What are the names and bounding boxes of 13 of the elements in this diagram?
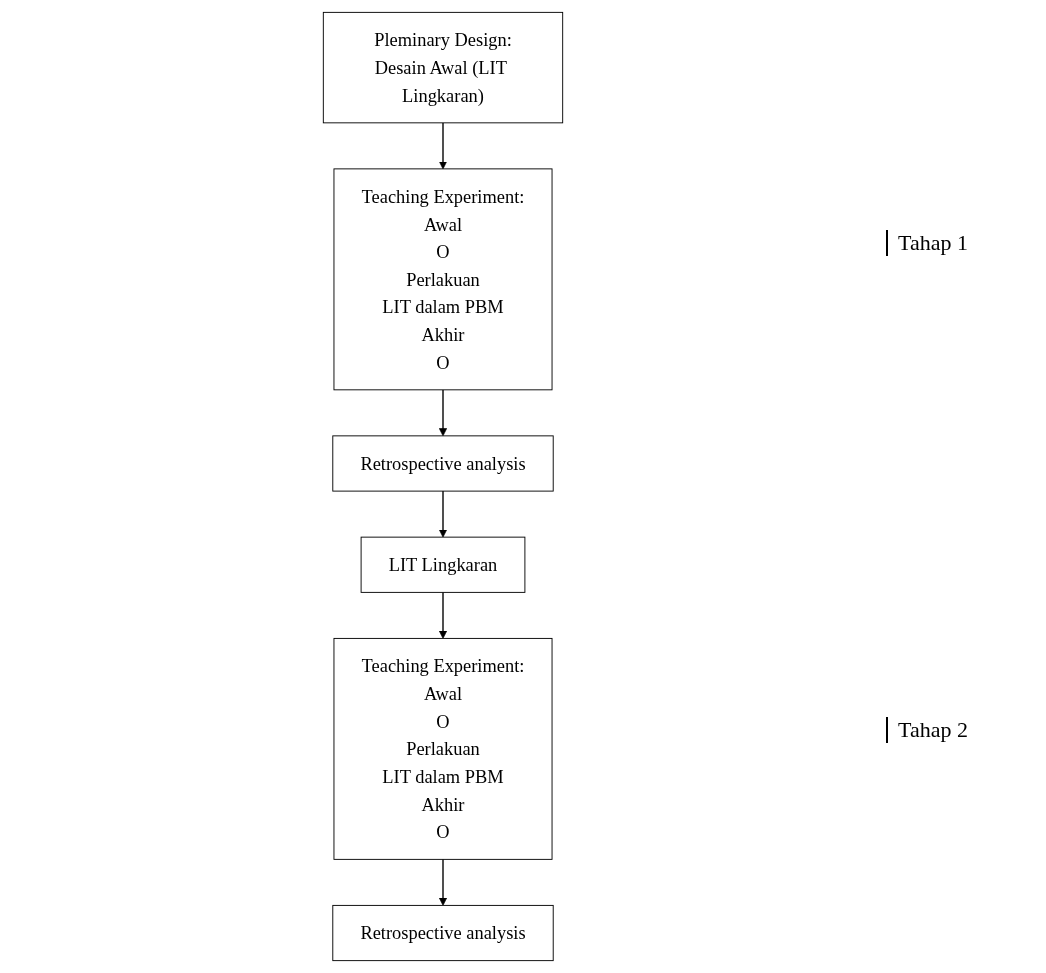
arrow [438,591,448,639]
stage-label: Tahap 2 [886,716,968,743]
arrow [438,858,448,906]
stage-label: Tahap 1 [886,230,968,257]
node-box: Teaching Experiment: Awal O Perlakuan LIT dalam PBM Akhir O [333,637,553,860]
node-box: Retrospective analysis [332,904,554,962]
node-box: Pleminary Design: Desain Awal (LIT Lingkaran) [322,11,564,124]
arrow [438,490,448,538]
node-box: Teaching Experiment: Awal O Perlakuan LIT dalam PBM Akhir O [333,168,553,391]
arrow [438,389,448,437]
node-box: LIT Lingkaran [360,536,526,593]
arrow [438,122,448,170]
node-box: Retrospective analysis [332,435,554,492]
